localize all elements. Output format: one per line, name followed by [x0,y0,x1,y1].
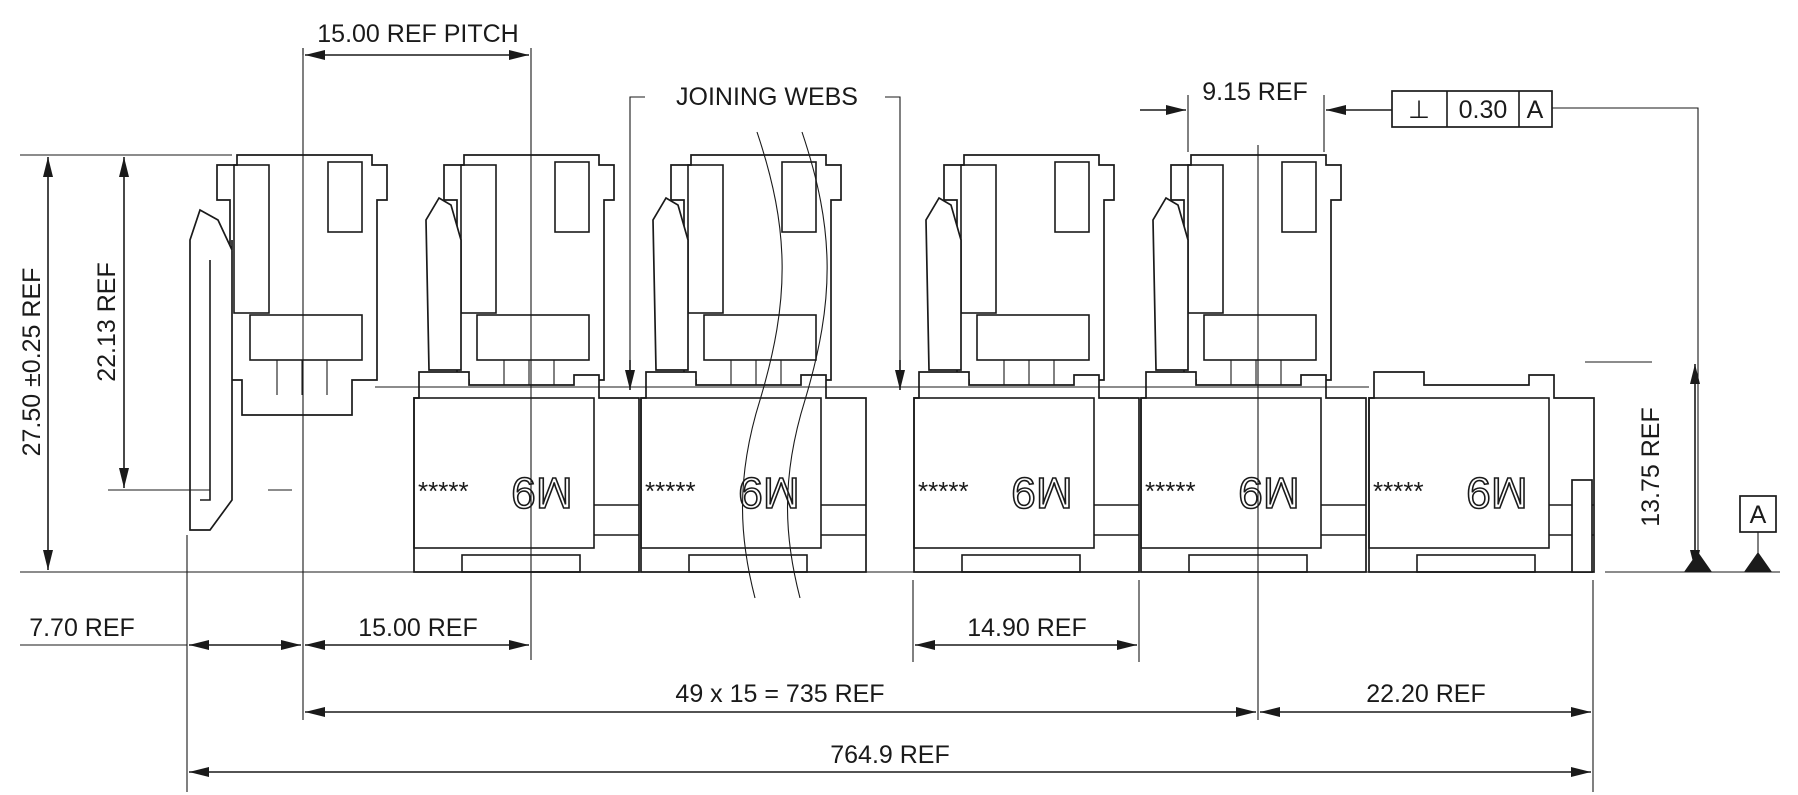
housing-code: M9 [1466,468,1527,517]
connector-housing: ***** M9 [640,371,867,573]
height-2750-label: 27.50 ±0.25 REF [18,268,46,457]
connector-top [652,154,842,416]
connector-parts: ***** M9 ***** M9 ***** M9 ***** M9 ***** M9 [216,154,1595,573]
housing-stars: ***** [1145,476,1196,506]
height-1375-label: 13.75 REF [1637,407,1665,527]
housing-stars: ***** [1373,476,1424,506]
pitch-1500-label: 15.00 REF [358,614,478,642]
gdt-datum-ref: A [1527,96,1544,124]
dimension-labels: 15.00 REF PITCH JOINING WEBS 9.15 REF 27… [18,18,1665,769]
housing-code: M9 [1238,468,1299,517]
connector-housing: ***** M9 [913,371,1140,573]
connector-top [425,154,615,416]
pitch-label: 15.00 REF PITCH [317,20,518,48]
connector-top [925,154,1115,416]
connector-housing: ***** M9 [1368,371,1595,573]
height-2213-label: 22.13 REF [93,262,121,382]
connector-top [1152,154,1342,416]
connector-top [216,154,388,416]
housing-stars: ***** [418,476,469,506]
gdt-tolerance-value: 0.30 [1459,96,1508,124]
end-latch [189,208,233,531]
break-lines [742,131,828,599]
total-735-label: 49 x 15 = 735 REF [675,680,884,708]
connector-housing: ***** M9 [1140,371,1367,573]
datum-a-box: A [1739,495,1777,533]
left-770-label: 7.70 REF [29,614,135,642]
dimension-lines [20,28,1780,792]
datum-a-label: A [1750,501,1767,529]
gdt-perpendicularity-symbol: ⊥ [1408,96,1430,124]
housing-stars: ***** [645,476,696,506]
housing-code: M9 [511,468,572,517]
width-1490-label: 14.90 REF [967,614,1087,642]
width-915-label: 9.15 REF [1202,78,1308,106]
end-2220-label: 22.20 REF [1366,680,1486,708]
gdt-frame: ⊥ 0.30 A [1391,90,1553,128]
overall-7649-label: 764.9 REF [830,741,950,769]
connector-housing: ***** M9 [413,371,640,573]
housing-code: M9 [1011,468,1072,517]
housing-stars: ***** [918,476,969,506]
joining-webs-label: JOINING WEBS [676,83,858,111]
housing-code: M9 [738,468,799,517]
